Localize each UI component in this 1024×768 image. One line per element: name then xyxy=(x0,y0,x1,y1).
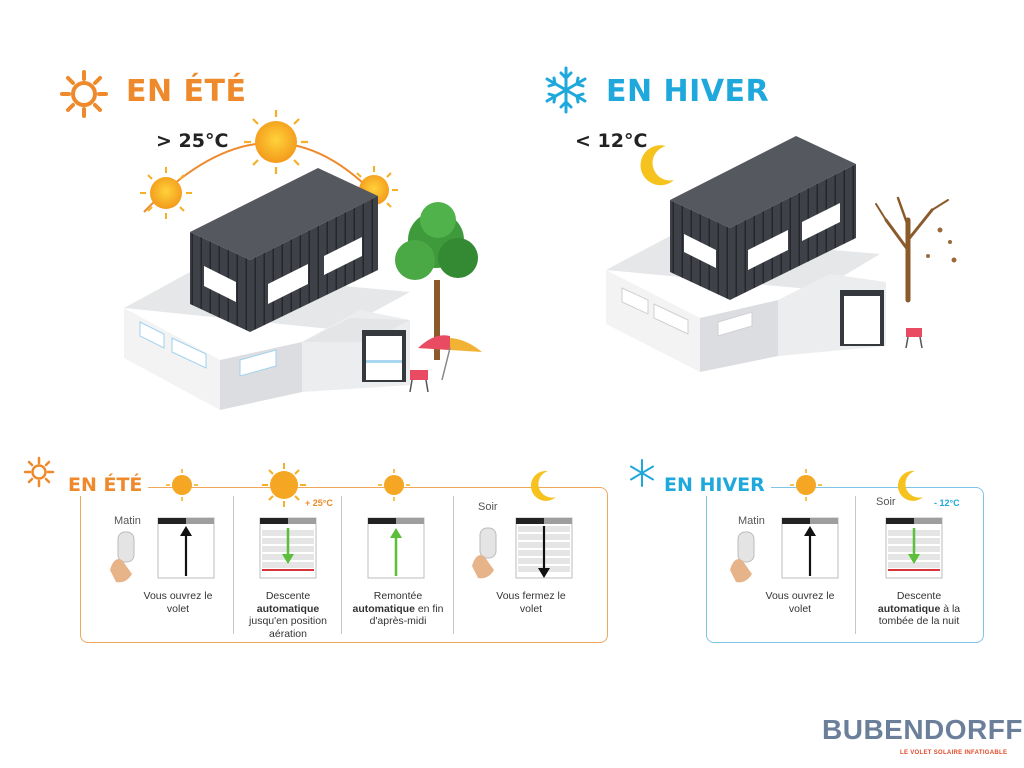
open-shutter-icon xyxy=(781,517,839,579)
caption-text: en fin d'après-midi xyxy=(369,602,444,628)
divider xyxy=(855,496,856,634)
sun-icon xyxy=(166,469,198,501)
snowflake-icon xyxy=(545,66,587,114)
winter-panel-title: EN HIVER xyxy=(658,474,771,496)
summer-step-4-caption: Vous fermez le volet xyxy=(488,590,574,615)
summer-temp: > 25°C xyxy=(156,130,229,152)
caption-text: Remontée xyxy=(373,590,423,602)
winter-temp: < 12°C xyxy=(575,130,648,152)
summer-shutters xyxy=(110,517,573,583)
caption-text: à la tombée de la nuit xyxy=(878,602,961,628)
caption-text: Vous ouvrez le volet xyxy=(143,590,213,615)
winter-evening-label: Soir xyxy=(876,496,896,508)
chair-icon xyxy=(905,328,923,349)
winter-temp-mark: - 12°C xyxy=(934,498,960,508)
brand-tagline: LE VOLET SOLAIRE INFATIGABLE xyxy=(900,750,1008,756)
sun-icon xyxy=(262,463,306,507)
remote-hand-icon xyxy=(110,531,135,583)
winter-title: EN HIVER xyxy=(606,74,770,109)
summer-panel-icons xyxy=(23,456,556,507)
winter-step-1-caption: Vous ouvrez le volet xyxy=(760,590,840,615)
summer-temp-mark: + 25°C xyxy=(305,498,333,508)
house xyxy=(124,168,410,410)
chair-icon xyxy=(409,370,429,393)
moon-icon xyxy=(530,470,556,501)
caption-text: Vous fermez le volet xyxy=(496,590,566,615)
summer-evening-label: Soir xyxy=(478,501,498,513)
caption-text: jusqu'en position aération xyxy=(249,615,327,640)
winter-panel-icons xyxy=(630,459,923,501)
caption-text: Descente xyxy=(265,590,311,602)
summer-step-2-caption: Descente automatique jusqu'en position a… xyxy=(238,590,338,640)
open-shutter-icon xyxy=(157,517,215,579)
remote-hand-icon xyxy=(472,527,497,579)
caption-text: Descente xyxy=(896,590,942,602)
closed-shutter-icon xyxy=(515,517,573,579)
divider xyxy=(453,496,454,634)
summer-panel xyxy=(80,487,608,643)
tree-icon xyxy=(395,202,478,360)
moon-icon xyxy=(897,470,923,501)
sun-outline-icon xyxy=(23,456,55,488)
winter-illustration xyxy=(545,66,957,372)
bare-tree-icon xyxy=(875,196,949,303)
leaves-icon xyxy=(926,227,957,263)
snowflake-icon xyxy=(630,459,654,487)
winter-morning-label: Matin xyxy=(738,515,765,527)
summer-title: EN ÉTÉ xyxy=(126,74,247,109)
caption-bold: automatique xyxy=(352,602,415,615)
caption-text: Vous ouvrez le volet xyxy=(765,590,835,615)
remote-hand-icon xyxy=(730,531,755,583)
summer-illustration xyxy=(60,70,482,410)
sun-icon xyxy=(244,110,308,174)
caption-bold: automatique xyxy=(256,602,320,615)
sun-icon xyxy=(378,469,410,501)
divider xyxy=(341,496,342,634)
ventilation-shutter-icon xyxy=(259,517,317,579)
summer-step-1-caption: Vous ouvrez le volet xyxy=(138,590,218,615)
brand-logo: BUBENDORFF xyxy=(822,714,1023,745)
moon-icon xyxy=(640,145,674,186)
summer-step-3-caption: Remontée automatique en fin d'après-midi xyxy=(348,590,448,628)
rising-shutter-icon xyxy=(367,517,425,579)
winter-shutters xyxy=(730,517,943,583)
winter-panel xyxy=(706,487,984,643)
sun-icon xyxy=(60,70,108,118)
divider xyxy=(233,496,234,634)
house xyxy=(606,136,886,372)
caption-bold: automatique xyxy=(877,602,941,615)
sun-icon xyxy=(790,469,822,501)
summer-morning-label: Matin xyxy=(114,515,141,527)
winter-step-2-caption: Descente automatique à la tombée de la n… xyxy=(864,590,974,628)
sun-icon xyxy=(140,167,192,219)
parasol-icon xyxy=(418,335,482,381)
closing-shutter-icon xyxy=(885,517,943,579)
summer-panel-title: EN ÉTÉ xyxy=(62,474,149,496)
